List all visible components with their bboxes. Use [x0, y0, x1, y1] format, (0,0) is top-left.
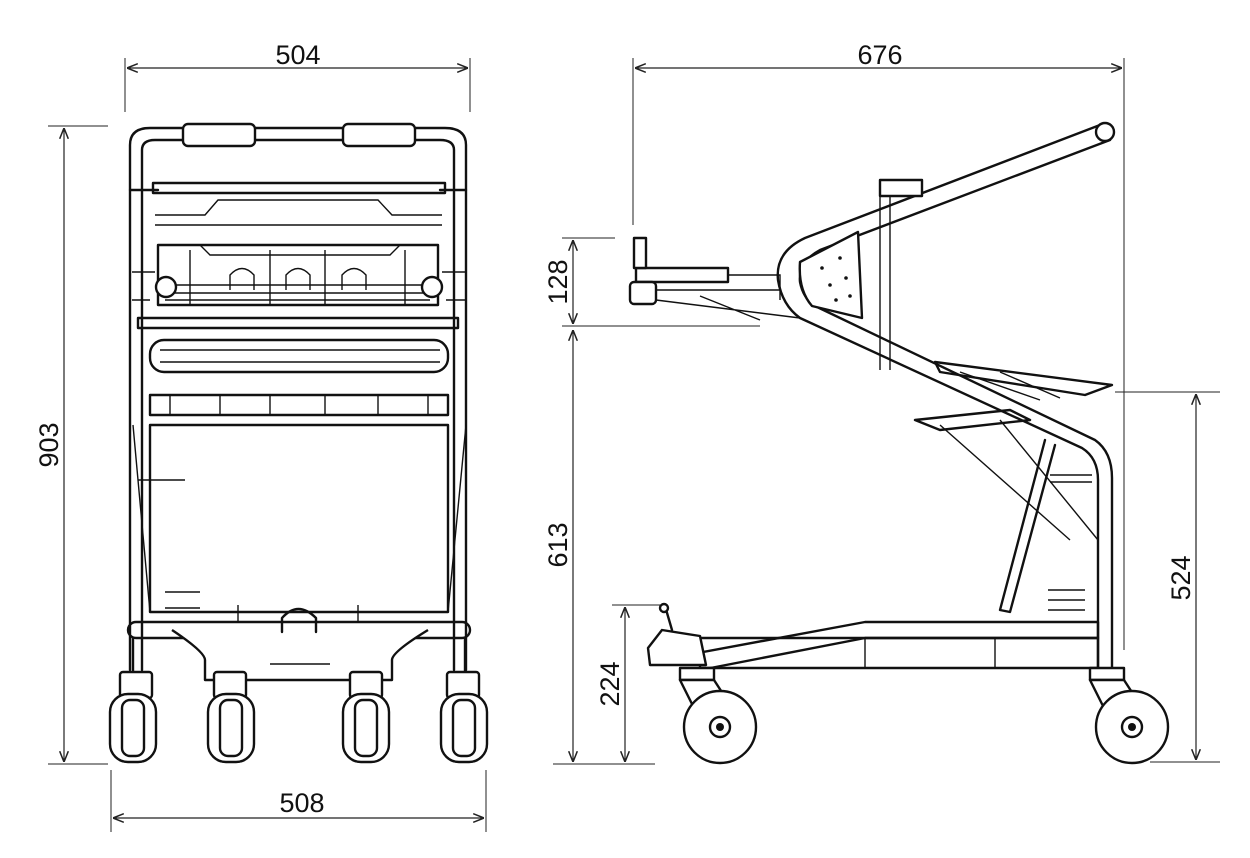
- dimension-front-top-width: 504: [124, 40, 471, 112]
- handle-end-cap: [1094, 121, 1116, 143]
- dimension-side-length: 676: [632, 40, 1125, 650]
- dimension-side-base: 224: [595, 604, 660, 762]
- cart-side-illustration: [628, 121, 1170, 765]
- front-caster-4: [439, 670, 489, 764]
- front-caster-1: [108, 670, 158, 764]
- dimension-label-128: 128: [543, 259, 573, 304]
- dimension-front-bottom-width: 508: [110, 770, 487, 832]
- side-caster-rear: [1088, 666, 1170, 765]
- dimension-label-524: 524: [1166, 555, 1196, 600]
- cart-front-illustration: [108, 122, 489, 764]
- front-caster-3: [341, 670, 391, 764]
- dimension-side-lower: 613: [543, 330, 655, 765]
- top-tray: [634, 266, 730, 284]
- dimension-label-903: 903: [34, 422, 64, 467]
- dimension-label-508: 508: [279, 788, 324, 818]
- dimension-label-224: 224: [595, 661, 625, 706]
- dimension-label-504: 504: [275, 40, 320, 70]
- front-view: 504 903 508: [34, 40, 489, 832]
- dimension-label-613: 613: [543, 522, 573, 567]
- side-caster-front: [678, 666, 758, 765]
- dimension-side-rear: 524: [1115, 391, 1220, 763]
- dimension-side-handle: 128: [543, 237, 760, 327]
- dimension-label-676: 676: [857, 40, 902, 70]
- right-handle-grip: [341, 122, 417, 148]
- left-handle-grip: [181, 122, 257, 148]
- dimension-front-height: 903: [34, 125, 108, 765]
- front-caster-2: [206, 670, 256, 764]
- side-view: 676 128 613 224 524: [543, 40, 1220, 765]
